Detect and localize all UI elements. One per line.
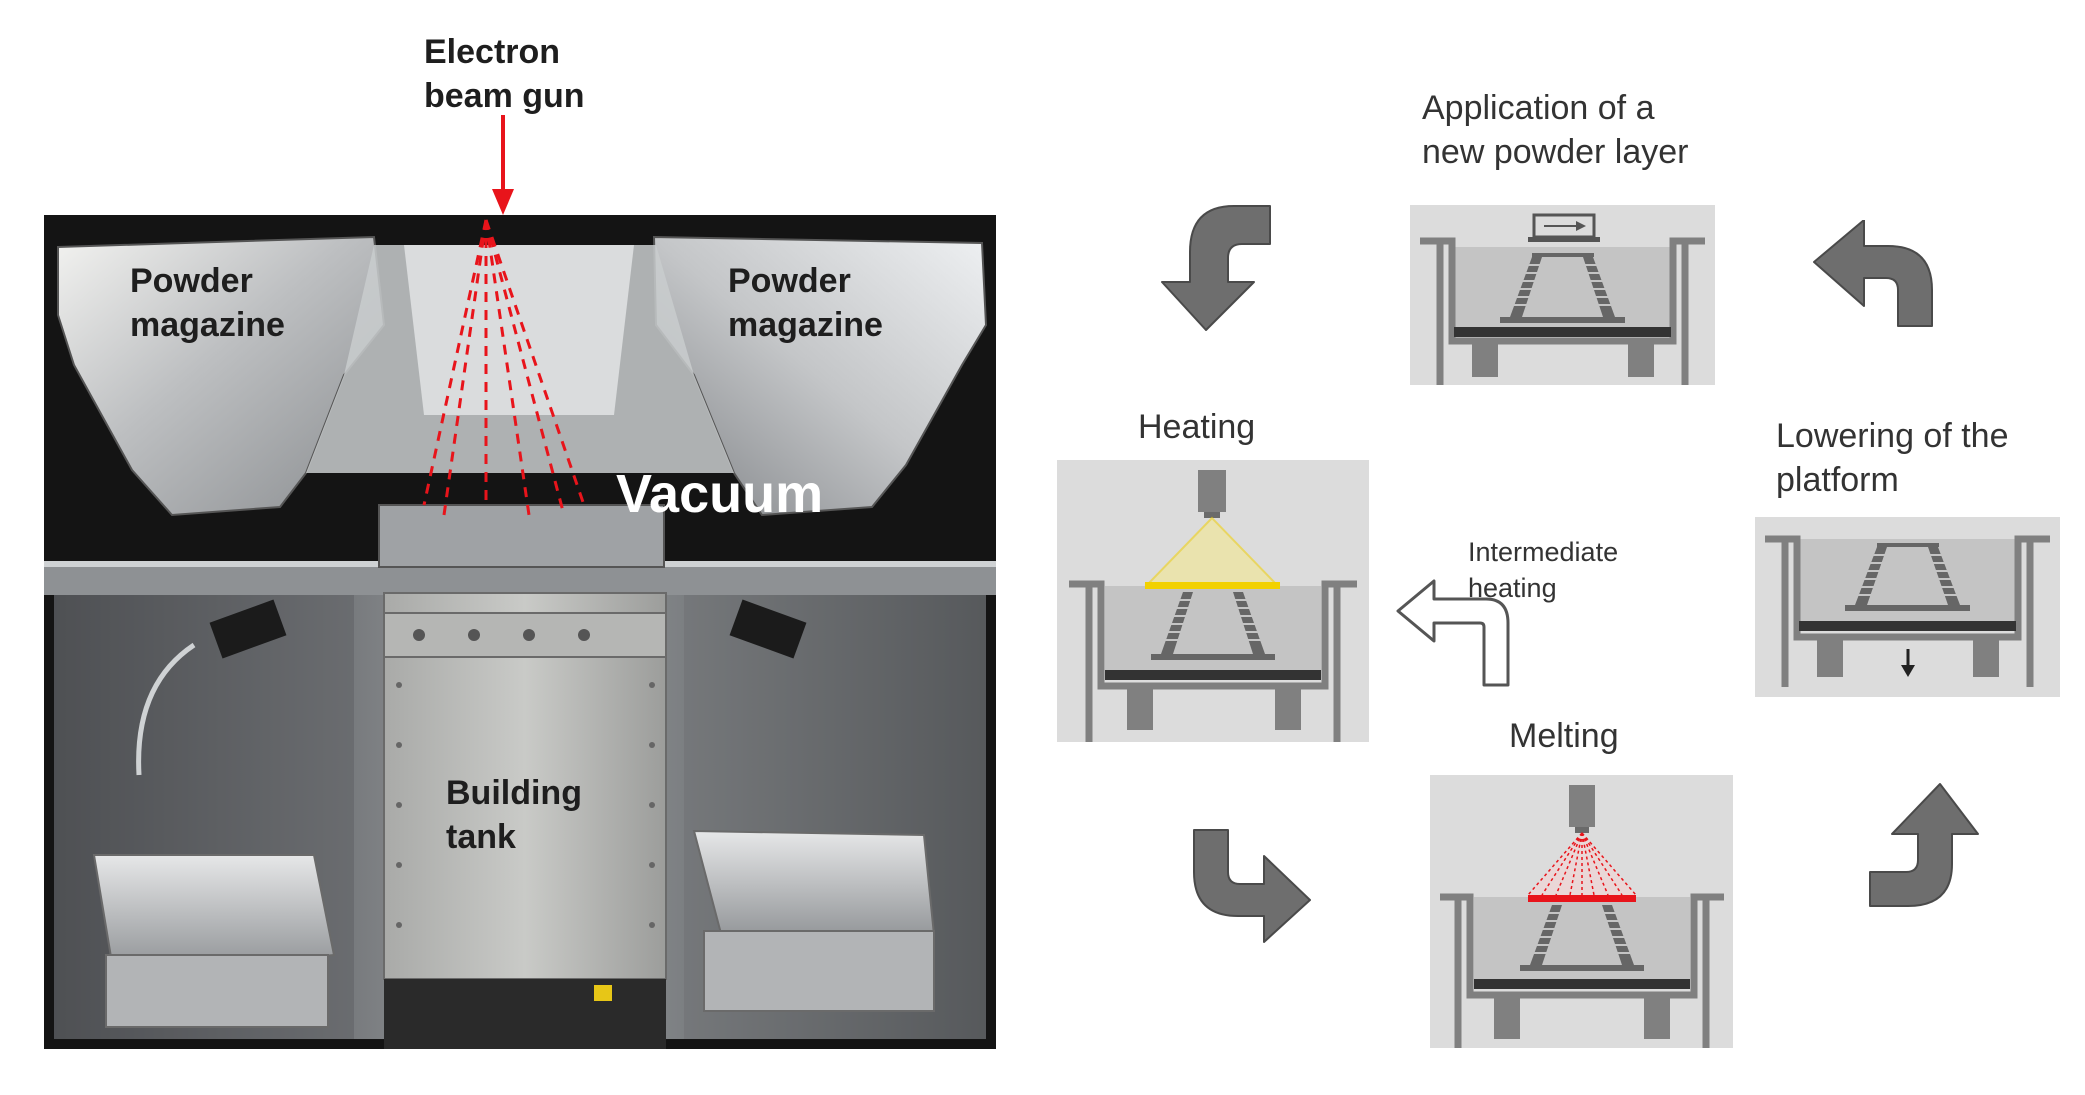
- lowering-caption: Lowering of the platform: [1776, 414, 2009, 502]
- application-caption-line1: Application of a: [1422, 89, 1655, 127]
- intermediate-heating-line1: Intermediate: [1468, 537, 1619, 567]
- lowering-caption-line1: Lowering of the: [1776, 417, 2009, 455]
- cycle-arrow-top-left: [1161, 205, 1271, 331]
- electron-beam-pointer-arrow: [492, 115, 514, 215]
- melting-caption: Melting: [1509, 717, 1619, 755]
- cycle-arrow-bottom-left: [1193, 829, 1311, 943]
- intermediate-heating-caption: Intermediate heating: [1468, 534, 1618, 606]
- building-tank-line1: Building: [446, 774, 582, 812]
- powder-magazine-left-line2: magazine: [130, 306, 285, 344]
- application-step-illustration: [1420, 213, 1705, 385]
- powder-magazine-left-label: Powder magazine: [130, 259, 285, 347]
- intermediate-heating-arrow: [1396, 579, 1510, 687]
- melting-step-box: [1430, 775, 1733, 1048]
- electron-beam-gun-label-line2: beam gun: [424, 77, 585, 115]
- building-tank-line2: tank: [446, 818, 516, 856]
- lowering-step-box: [1755, 517, 2060, 697]
- heating-caption: Heating: [1138, 408, 1256, 446]
- heating-step-box: [1057, 460, 1369, 742]
- powder-magazine-right-label: Powder magazine: [728, 259, 883, 347]
- powder-magazine-left-line1: Powder: [130, 262, 253, 300]
- cycle-arrow-bottom-right: [1869, 783, 1979, 907]
- application-caption-line2: new powder layer: [1422, 133, 1689, 171]
- machine-photo-illustration: [44, 215, 996, 1049]
- vacuum-label: Vacuum: [616, 464, 824, 524]
- electron-beams: [422, 219, 586, 516]
- powder-magazine-right-line1: Powder: [728, 262, 851, 300]
- building-tank-label: Building tank: [446, 771, 582, 859]
- cycle-arrow-top-right: [1813, 220, 1933, 327]
- lowering-caption-line2: platform: [1776, 461, 1899, 499]
- application-caption: Application of a new powder layer: [1422, 86, 1688, 174]
- electron-beam-gun-label-line1: Electron: [424, 33, 561, 71]
- powder-magazine-right-line2: magazine: [728, 306, 883, 344]
- application-step-box: [1410, 205, 1715, 385]
- heating-step-illustration: [1069, 470, 1357, 742]
- lowering-step-illustration: [1765, 535, 2050, 687]
- electron-beam-gun-label: Electron beam gun: [424, 30, 585, 118]
- machine-photo: Powder magazine Powder magazine Vacuum B…: [44, 215, 996, 1049]
- melting-step-illustration: [1440, 785, 1724, 1048]
